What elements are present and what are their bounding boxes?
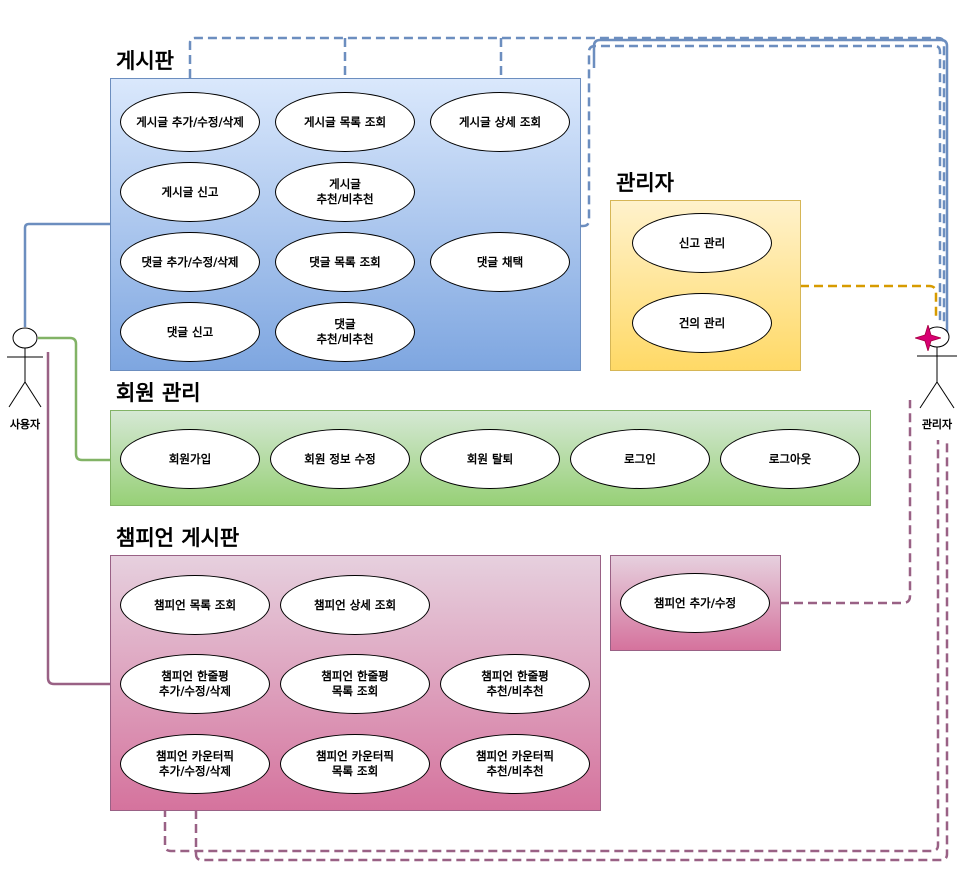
usecase-comment-report[interactable]: 댓글 신고 — [120, 302, 260, 362]
admin-report-link — [800, 284, 938, 318]
usecase-comment-adopt[interactable]: 댓글 채택 — [430, 232, 570, 292]
usecase-champion-detail[interactable]: 챔피언 상세 조회 — [280, 575, 430, 635]
usecase-post-crud[interactable]: 게시글 추가/수정/삭제 — [120, 92, 260, 152]
user-champion-link — [46, 352, 110, 686]
champion-board-title: 챔피언 게시판 — [116, 526, 240, 550]
usecase-counterpick-vote[interactable]: 챔피언 카운터픽 추천/비추천 — [440, 734, 590, 794]
usecase-post-detail[interactable]: 게시글 상세 조회 — [430, 92, 570, 152]
usecase-comment-vote[interactable]: 댓글 추천/비추천 — [275, 302, 415, 362]
usecase-login[interactable]: 로그인 — [570, 429, 710, 489]
usecase-logout[interactable]: 로그아웃 — [720, 429, 860, 489]
usecase-signup[interactable]: 회원가입 — [120, 429, 260, 489]
usecase-review-crud[interactable]: 챔피언 한줄평 추가/수정/삭제 — [120, 654, 270, 714]
usecase-post-list[interactable]: 게시글 목록 조회 — [275, 92, 415, 152]
usecase-counterpick-crud[interactable]: 챔피언 카운터픽 추가/수정/삭제 — [120, 734, 270, 794]
usecase-withdraw[interactable]: 회원 탈퇴 — [420, 429, 560, 489]
user-actor-icon[interactable] — [5, 327, 45, 409]
user-actor-label: 사용자 — [9, 418, 41, 431]
connection-star-icon — [915, 325, 941, 351]
usecase-edit-profile[interactable]: 회원 정보 수정 — [270, 429, 410, 489]
usecase-review-list[interactable]: 챔피언 한줄평 목록 조회 — [280, 654, 430, 714]
usecase-counterpick-list[interactable]: 챔피언 카운터픽 목록 조회 — [280, 734, 430, 794]
usecase-champion-list[interactable]: 챔피언 목록 조회 — [120, 575, 270, 635]
admin-actor-label: 관리자 — [921, 418, 953, 431]
usecase-champion-add[interactable]: 챔피언 추가/수정 — [620, 573, 770, 633]
usecase-report-manage[interactable]: 신고 관리 — [632, 213, 772, 273]
board-title: 게시판 — [116, 49, 174, 73]
usecase-comment-crud[interactable]: 댓글 추가/수정/삭제 — [120, 232, 260, 292]
usecase-post-vote[interactable]: 게시글 추천/비추천 — [275, 162, 415, 222]
member-title: 회원 관리 — [116, 381, 201, 405]
user-board-link — [23, 222, 110, 327]
usecase-suggestion-manage[interactable]: 건의 관리 — [632, 293, 772, 353]
usecase-post-report[interactable]: 게시글 신고 — [120, 162, 260, 222]
usecase-review-vote[interactable]: 챔피언 한줄평 추천/비추천 — [440, 654, 590, 714]
admin-title: 관리자 — [616, 171, 674, 195]
user-member-link — [38, 336, 120, 462]
usecase-comment-list[interactable]: 댓글 목록 조회 — [275, 232, 415, 292]
